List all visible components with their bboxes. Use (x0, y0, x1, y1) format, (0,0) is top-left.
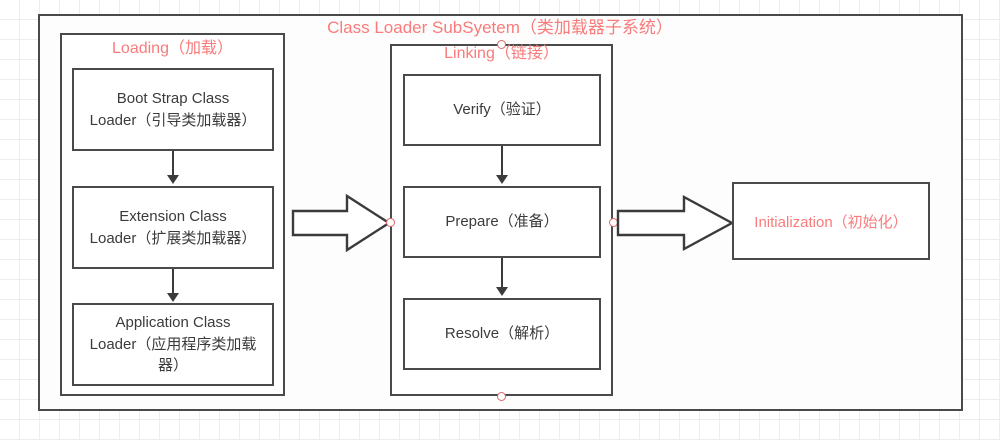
application-class-loader-label: Application Class Loader（应用程序类加载 器） (89, 313, 257, 375)
initialization-label: Initialization（初始化） (754, 213, 908, 231)
linking-connector-1 (501, 146, 503, 178)
loading-connector-1 (172, 151, 174, 178)
bootstrap-class-loader-box[interactable]: Boot Strap Class Loader（引导类加载器） (72, 68, 274, 151)
verify-label: Verify（验证） (453, 101, 551, 119)
resolve-label: Resolve（解析） (444, 325, 560, 343)
resolve-box[interactable]: Resolve（解析） (403, 298, 601, 370)
bootstrap-class-loader-label: Boot Strap Class Loader（引导类加载器） (89, 89, 257, 129)
linking-connector-2-arrowhead (496, 287, 508, 296)
application-class-loader-box[interactable]: Application Class Loader（应用程序类加载 器） (72, 303, 274, 386)
verify-box[interactable]: Verify（验证） (403, 74, 601, 146)
diagram-title: Class Loader SubSyetem（类加载器子系统） (327, 18, 673, 37)
extension-class-loader-box[interactable]: Extension Class Loader（扩展类加载器） (72, 186, 274, 269)
linking-connector-2 (501, 258, 503, 290)
linking-handle-top[interactable] (497, 40, 506, 49)
linking-handle-left[interactable] (386, 218, 395, 227)
loading-connector-2-arrowhead (167, 293, 179, 302)
loading-connector-2 (172, 269, 174, 296)
arrow-linking-to-initialization (616, 194, 734, 252)
linking-connector-1-arrowhead (496, 175, 508, 184)
linking-group-title: Linking（链接） (444, 45, 559, 62)
arrow-loading-to-linking (291, 193, 391, 253)
prepare-label: Prepare（准备） (445, 213, 559, 231)
linking-handle-bottom[interactable] (497, 392, 506, 401)
initialization-box[interactable]: Initialization（初始化） (732, 182, 930, 260)
extension-class-loader-label: Extension Class Loader（扩展类加载器） (89, 207, 257, 247)
loading-group-title: Loading（加载） (112, 40, 233, 57)
loading-connector-1-arrowhead (167, 175, 179, 184)
prepare-box[interactable]: Prepare（准备） (403, 186, 601, 258)
